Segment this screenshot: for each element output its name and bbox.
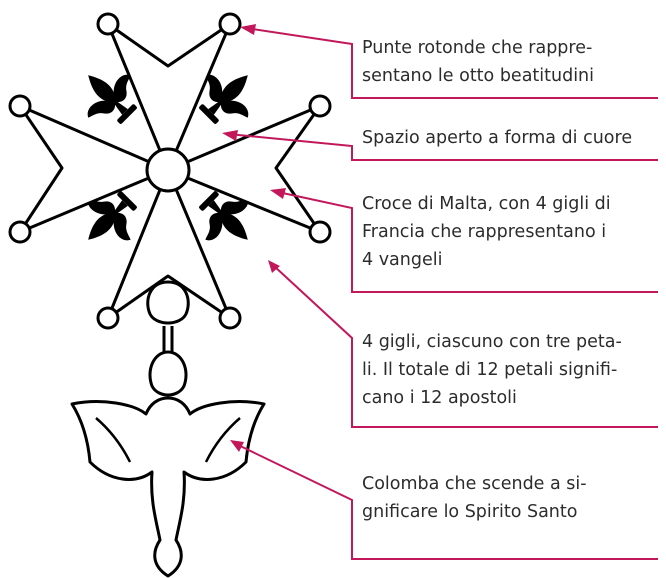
- leader-arrows: [222, 24, 286, 452]
- arrowhead-2: [222, 130, 238, 141]
- annotation-line: 4 vangeli: [362, 250, 443, 270]
- leader-line-2: [227, 133, 658, 161]
- annotation-lilies: 4 gigli, ciascuno con tre peta- li. Il t…: [362, 328, 658, 412]
- tip-7: [96, 306, 120, 330]
- tip-8: [218, 306, 242, 330]
- annotation-line: gnificare lo Spirito Santo: [362, 502, 578, 522]
- tip-5: [8, 220, 32, 244]
- arrowhead-1: [240, 24, 256, 35]
- pendant-ring: [146, 280, 190, 325]
- cross-arm-left: [18, 104, 170, 234]
- annotation-line: Spazio aperto a forma di cuore: [362, 128, 633, 148]
- tip-2: [218, 12, 242, 36]
- dove-left-wing-detail: [95, 417, 132, 463]
- leader-lines: [227, 27, 658, 560]
- tip-3: [8, 94, 32, 118]
- dove-body: [70, 396, 266, 578]
- annotation-heart-space: Spazio aperto a forma di cuore: [362, 124, 658, 152]
- leader-line-1: [245, 27, 658, 99]
- arrowhead-3: [270, 188, 286, 199]
- annotation-line: Francia che rappresentano i: [362, 222, 607, 242]
- cross-arm-bottom: [106, 168, 232, 320]
- dove-pendant: [70, 280, 266, 578]
- round-tips: [8, 12, 332, 330]
- annotation-line: sentano le otto beatitudini: [362, 66, 595, 86]
- annotation-maltese-cross: Croce di Malta, con 4 gigli di Francia c…: [362, 190, 658, 274]
- annotation-dove: Colomba che scende a si- gnificare lo Sp…: [362, 470, 658, 526]
- arrowhead-5: [230, 440, 244, 452]
- leader-line-5: [235, 443, 658, 560]
- arrowhead-4: [268, 260, 280, 273]
- dove-head: [148, 350, 188, 397]
- annotation-line: Colomba che scende a si-: [362, 474, 587, 494]
- dove-right-wing-detail: [204, 417, 241, 463]
- annotation-line: cano i 12 apostoli: [362, 388, 517, 408]
- leader-line-3: [277, 191, 658, 293]
- pendant-link: [162, 326, 174, 352]
- tip-4: [308, 94, 332, 118]
- annotation-line: li. Il totale di 12 petali signifi-: [362, 360, 618, 380]
- cross-arm-right: [166, 104, 322, 234]
- leader-line-4: [273, 265, 658, 428]
- cross-arm-top: [106, 22, 232, 172]
- annotation-line: Punte rotonde che rappre-: [362, 38, 593, 58]
- annotation-line: 4 gigli, ciascuno con tre peta-: [362, 332, 622, 352]
- annotation-line: Croce di Malta, con 4 gigli di: [362, 194, 611, 214]
- tip-1: [96, 12, 120, 36]
- maltese-cross: [18, 22, 322, 320]
- tip-6: [308, 220, 332, 244]
- annotation-round-tips: Punte rotonde che rappre- sentano le ott…: [362, 34, 658, 90]
- center-medallion: [145, 147, 191, 193]
